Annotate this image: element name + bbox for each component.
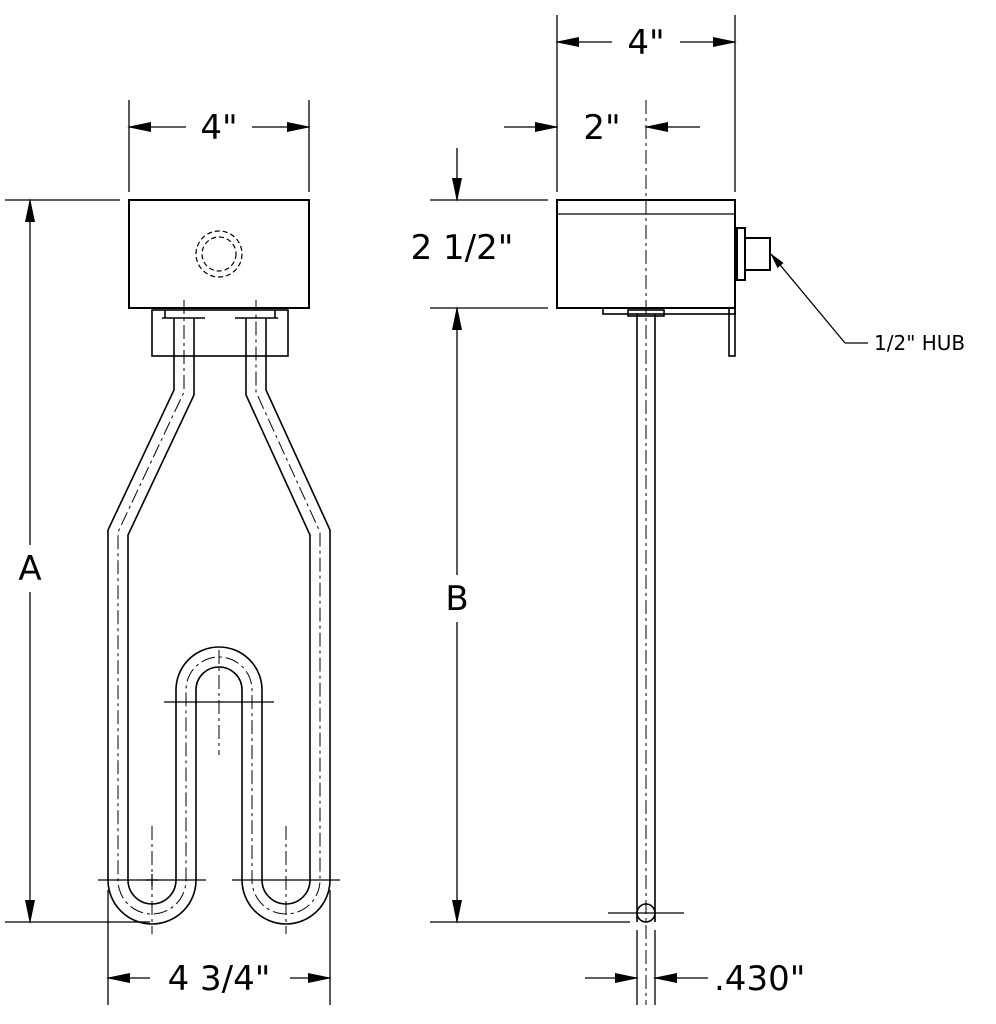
dim-front-top-width: 4" [127,100,311,192]
knockout-hole [195,230,243,278]
front-view: 4" A 4 3/4" [5,100,340,1005]
dim-side-width: 4" [555,15,737,192]
bend-center-marks [98,650,340,934]
heating-element [107,300,331,925]
hub-callout: 1/2" HUB [770,253,965,355]
tube-diameter-label: .430" [714,959,805,999]
side-immersion-label: B [445,579,468,619]
side-box-height-label: 2 1/2" [411,228,514,268]
side-width-label: 4" [627,23,664,63]
front-top-width-label: 4" [200,108,237,148]
front-bottom-width-label: 4 3/4" [168,959,271,999]
dim-front-bottom-width: 4 3/4" [106,890,332,1005]
dim-tube-diameter: .430" [585,930,805,1005]
hub-callout-label: 1/2" HUB [874,331,965,355]
side-offset-label: 2" [583,108,620,148]
hub [736,227,771,281]
dim-side-offset: 2" [504,108,700,148]
front-terminal-box [128,199,310,309]
dim-side-immersion: B [430,306,630,924]
side-bracket [728,307,736,357]
front-bracket [151,309,289,357]
dim-side-box-height: 2 1/2" [411,148,548,309]
side-view: 4" 2" 2 1/2" B .430" [411,15,965,1005]
front-height-label: A [18,549,41,589]
side-element-tube [608,100,684,1005]
dim-front-height: A [5,198,150,924]
